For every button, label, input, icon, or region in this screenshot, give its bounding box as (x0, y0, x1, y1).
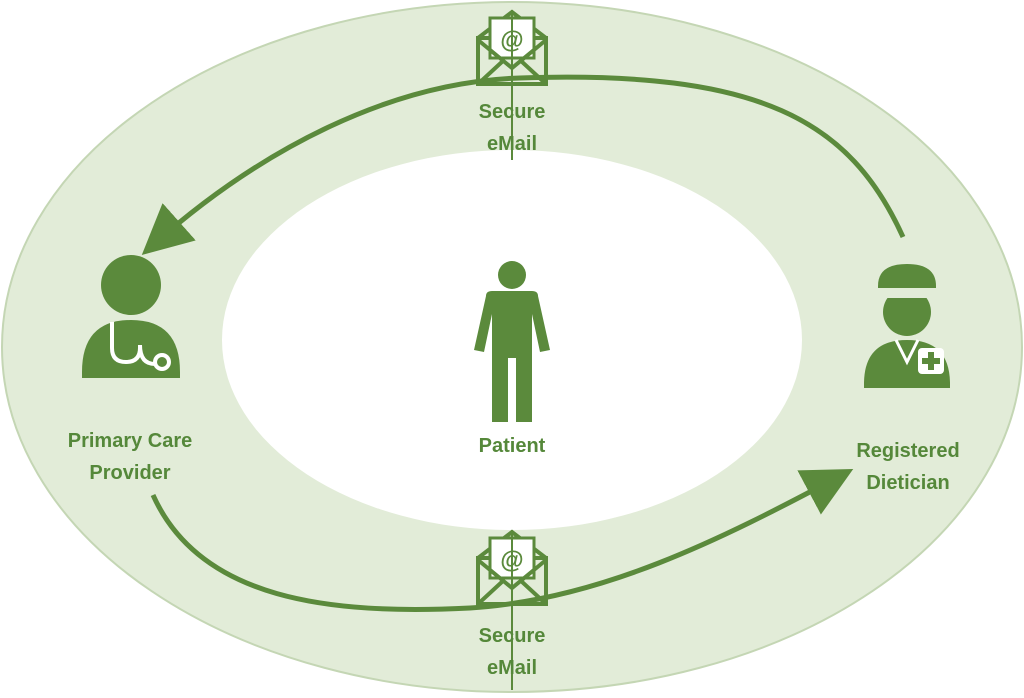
nurse-icon (864, 264, 950, 388)
dietician-label-line2: Dietician (866, 472, 950, 494)
top-channel-label-line2: eMail (486, 133, 538, 155)
bottom-channel-label-line2: eMail (486, 657, 538, 679)
arrow-dietician-to-provider (141, 74, 906, 255)
secure-email-envelope-icon: @ (476, 9, 548, 160)
top-channel-label-line1: Secure (478, 101, 546, 123)
doctor-stethoscope-icon (82, 255, 180, 378)
bottom-channel-label: Secure eMail (440, 620, 584, 684)
top-channel-label: Secure eMail (440, 96, 584, 160)
secure-email-envelope-icon: @ (476, 529, 548, 690)
primary-care-label-line1: Primary Care (67, 430, 193, 452)
person-icon (474, 261, 550, 422)
arrow-provider-to-dietician (150, 468, 854, 612)
primary-care-label-line2: Provider (89, 462, 171, 484)
bottom-channel-label-line1: Secure (478, 625, 546, 647)
patient-label-text: Patient (478, 435, 546, 457)
primary-care-label: Primary Care Provider (40, 425, 220, 489)
dietician-label: Registered Dietician (818, 435, 998, 499)
dietician-label-line1: Registered (856, 440, 960, 462)
patient-label: Patient (442, 430, 582, 462)
